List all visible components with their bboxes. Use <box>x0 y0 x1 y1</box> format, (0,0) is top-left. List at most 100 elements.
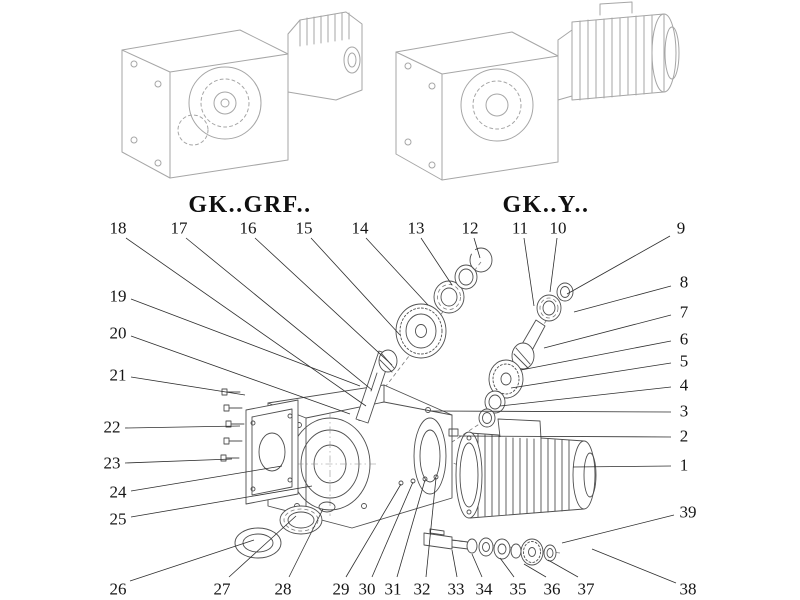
leader-line-19 <box>130 298 361 387</box>
callout-number-21: 21 <box>110 366 127 385</box>
bolt-hole <box>404 138 412 146</box>
screw <box>220 454 240 462</box>
shaft-key <box>370 372 378 392</box>
y-motor-terminal-box <box>599 1 633 16</box>
leader-line-13 <box>420 237 453 286</box>
leader-line-37 <box>547 559 579 578</box>
callout-number-23: 23 <box>104 454 121 473</box>
leader-line-24 <box>130 465 283 492</box>
leader-line-14 <box>365 237 429 306</box>
leader-line-9 <box>566 235 671 295</box>
bolt-hole <box>428 161 436 169</box>
screw <box>225 420 245 428</box>
oil-plug <box>448 428 459 437</box>
callout-number-5: 5 <box>680 352 689 371</box>
callout-number-20: 20 <box>110 324 127 343</box>
callout-number-28: 28 <box>275 580 292 599</box>
leader-line-26 <box>129 539 255 582</box>
bolt-hole <box>287 413 293 419</box>
leader-line-7 <box>543 314 672 349</box>
callout-number-17: 17 <box>171 219 189 238</box>
callout-number-38: 38 <box>680 580 697 599</box>
input-shaft-assembly <box>478 282 574 428</box>
output-flange-plate <box>245 399 299 505</box>
gearbox-y-drawing <box>395 1 680 181</box>
leader-line-16 <box>254 237 393 366</box>
oil-seal <box>234 527 282 559</box>
gear-housing <box>267 384 459 529</box>
stub-shaft <box>423 532 453 550</box>
callout-number-1: 1 <box>680 456 689 475</box>
y-motor-endcap <box>651 13 677 93</box>
callout-number-8: 8 <box>680 273 689 292</box>
vent-plug <box>425 407 431 413</box>
ball-bearing <box>478 537 494 557</box>
callout-number-12: 12 <box>462 219 479 238</box>
leader-line-17 <box>185 237 373 391</box>
leader-line-5 <box>510 362 672 389</box>
snap-ring <box>469 247 493 273</box>
callout-number-15: 15 <box>296 219 313 238</box>
leader-line-34 <box>471 553 483 578</box>
leader-line-36 <box>523 563 547 578</box>
callout-number-32: 32 <box>414 580 431 599</box>
grf-housing-outline <box>121 29 289 179</box>
callout-number-18: 18 <box>110 219 127 238</box>
leader-line-6 <box>520 340 672 371</box>
callout-number-26: 26 <box>110 580 127 599</box>
callout-number-6: 6 <box>680 330 689 349</box>
callout-number-11: 11 <box>512 219 528 238</box>
leader-line-21 <box>130 376 246 396</box>
callout-number-35: 35 <box>510 580 527 599</box>
callout-number-27: 27 <box>214 580 232 599</box>
washer-ring <box>454 264 478 290</box>
leader-line-3 <box>430 410 672 413</box>
callout-number-13: 13 <box>408 219 425 238</box>
y-motor-adapter <box>557 29 573 101</box>
y-gear-cover <box>460 68 534 142</box>
leader-line-29 <box>345 483 402 578</box>
leader-line-32 <box>425 477 437 578</box>
bolt-hole <box>250 486 256 492</box>
callout-number-30: 30 <box>359 580 376 599</box>
leader-line-33 <box>451 549 458 578</box>
callout-number-4: 4 <box>680 376 689 395</box>
spacer-ring <box>510 543 522 559</box>
callout-number-33: 33 <box>448 580 465 599</box>
leader-line-38 <box>591 548 677 584</box>
bolt-hole <box>428 82 436 90</box>
callout-number-14: 14 <box>352 219 370 238</box>
bolt-hole <box>154 159 162 167</box>
helical-gear <box>395 303 447 359</box>
washer-ring <box>484 390 506 414</box>
motor <box>455 418 597 519</box>
motor-flange-face <box>413 417 447 495</box>
leader-line-30 <box>371 481 414 578</box>
input-gear <box>488 359 524 399</box>
bolt <box>398 480 404 486</box>
bolt-hole <box>361 503 367 509</box>
ball-bearing <box>493 538 511 560</box>
exploded-view-drawing <box>220 247 597 566</box>
y-housing-outline <box>395 31 559 181</box>
leader-line-23 <box>124 458 233 464</box>
leader-line-25 <box>130 485 313 518</box>
fan-cover <box>583 452 597 498</box>
leader-line-31 <box>396 479 426 578</box>
motor-terminal-box <box>497 418 542 440</box>
bolt-hole <box>466 509 472 515</box>
leader-line-20 <box>130 335 351 415</box>
leader-line-11 <box>523 237 535 307</box>
leader-line-12 <box>473 237 481 259</box>
leader-line-8 <box>573 285 672 313</box>
leader-line-35 <box>499 557 515 578</box>
bolt-hole <box>404 62 412 70</box>
leader-line-2 <box>458 435 672 438</box>
output-bearing-seal-set <box>234 501 336 559</box>
leader-line-39 <box>561 514 675 544</box>
callout-number-16: 16 <box>240 219 257 238</box>
spacer-ring <box>466 538 478 554</box>
grf-input-adapter <box>287 11 363 101</box>
